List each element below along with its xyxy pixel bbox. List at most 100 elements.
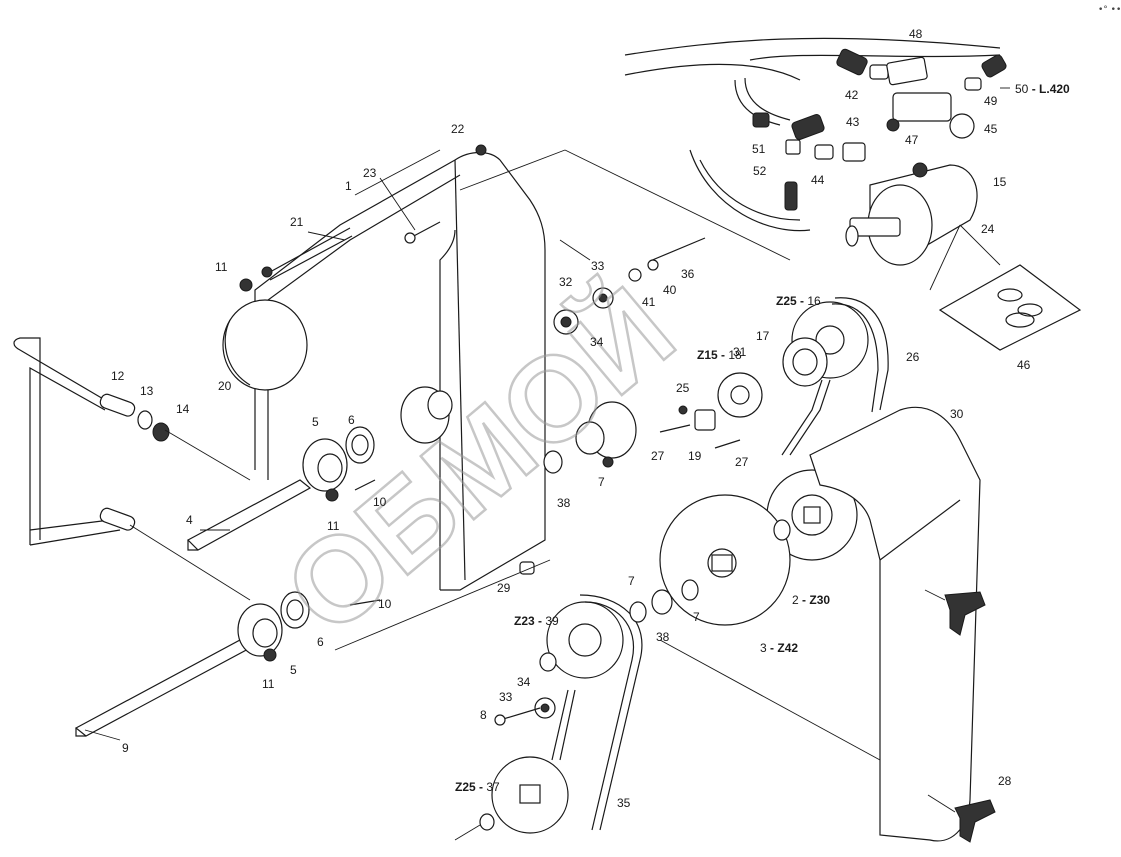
callout-48-number: 48: [909, 27, 923, 41]
callout-15: 15: [993, 175, 1007, 189]
callout-10a-number: 10: [373, 495, 387, 509]
callout-7b-number: 7: [628, 574, 635, 588]
callout-39-number: 39: [545, 614, 559, 628]
square-shaft-lower: [74, 639, 252, 737]
corner-mark: •° ••: [1098, 5, 1121, 15]
callout-16-dash: -: [797, 294, 808, 308]
callout-20: 20: [218, 379, 232, 393]
callout-33a: 33: [591, 259, 605, 273]
callout-27a-number: 27: [651, 449, 665, 463]
callout-18-prefix: Z15: [697, 348, 718, 362]
callout-37: Z25 - 37: [455, 780, 500, 794]
leader-lines: [84, 87, 1010, 841]
callout-20-number: 20: [218, 379, 232, 393]
sprocket-3-z42: [659, 494, 791, 626]
callout-45-number: 45: [984, 122, 998, 136]
callout-9: 9: [122, 741, 129, 755]
callout-29: 29: [497, 581, 511, 595]
hydraulic-hose-assembly: [624, 37, 1007, 232]
sprocket-34-lower: [534, 697, 556, 719]
callout-3-number: 3: [760, 641, 767, 655]
callout-11a-number: 11: [215, 260, 228, 274]
callout-40-number: 40: [663, 283, 677, 297]
callout-4-number: 4: [186, 513, 193, 527]
callout-49-number: 49: [984, 94, 998, 108]
callout-39-dash: -: [535, 614, 546, 628]
callout-50: 50 - L.420: [1015, 82, 1070, 96]
callout-23: 23: [363, 166, 377, 180]
chain-upper: [781, 297, 889, 456]
callout-40: 40: [663, 283, 677, 297]
callout-39: Z23 - 39: [514, 614, 559, 628]
callout-27b-number: 27: [735, 455, 749, 469]
callout-17-number: 17: [756, 329, 770, 343]
callout-2-dash: -: [799, 593, 810, 607]
callout-6a-number: 6: [348, 413, 355, 427]
callout-25-number: 25: [676, 381, 690, 395]
sprocket-33-upper: [592, 287, 614, 309]
callout-11a: 11: [215, 260, 228, 274]
callout-27a: 27: [651, 449, 665, 463]
callout-37-number: 37: [486, 780, 500, 794]
callout-16: Z25 - 16: [776, 294, 821, 308]
callout-21: 21: [290, 215, 304, 229]
callout-7c-number: 7: [693, 610, 700, 624]
callout-45: 45: [984, 122, 998, 136]
sprocket-16-with-hub: [782, 301, 869, 387]
callout-14-number: 14: [176, 402, 190, 416]
callout-22-number: 22: [451, 122, 465, 136]
callout-1-number: 1: [345, 179, 352, 193]
callout-13: 13: [140, 384, 154, 398]
seal-kit: [938, 264, 1082, 351]
callout-6b: 6: [317, 635, 324, 649]
callout-5b-number: 5: [290, 663, 297, 677]
callout-33b-number: 33: [499, 690, 513, 704]
small-hardware: [137, 144, 791, 831]
bearing-flange-upper: [302, 426, 375, 502]
callout-44: 44: [811, 173, 825, 187]
callout-42: 42: [845, 88, 859, 102]
callout-47-number: 47: [905, 133, 919, 147]
chain-guard: [809, 406, 981, 842]
callout-46: 46: [1017, 358, 1031, 372]
callout-31-number: 31: [733, 345, 747, 359]
callout-12: 12: [111, 369, 125, 383]
callout-31: 31: [733, 345, 747, 359]
callout-30-number: 30: [950, 407, 964, 421]
square-shaft-upper: [187, 479, 312, 551]
callout-41: 41: [642, 295, 656, 309]
callout-38a-number: 38: [557, 496, 571, 510]
callout-26-number: 26: [906, 350, 920, 364]
callout-50-number: 50: [1015, 82, 1029, 96]
callout-13-number: 13: [140, 384, 154, 398]
callout-27b: 27: [735, 455, 749, 469]
callout-34b: 34: [517, 675, 531, 689]
bearing-flange-frame: [400, 386, 453, 444]
callout-15-number: 15: [993, 175, 1007, 189]
callout-3: 3 - Z42: [760, 641, 798, 655]
callout-52-number: 52: [753, 164, 767, 178]
knob-lower: [927, 794, 996, 843]
callout-25: 25: [676, 381, 690, 395]
callout-2-number: 2: [792, 593, 799, 607]
sprocket-39-z23: [546, 601, 624, 679]
callout-6b-number: 6: [317, 635, 324, 649]
callout-7a-number: 7: [598, 475, 605, 489]
callout-34a: 34: [590, 335, 604, 349]
callout-21-number: 21: [290, 215, 304, 229]
callout-38b: 38: [656, 630, 670, 644]
callout-30: 30: [950, 407, 964, 421]
callout-11b-number: 11: [327, 519, 340, 533]
bearing-flange-lower: [237, 591, 310, 662]
callout-47: 47: [905, 133, 919, 147]
callout-38b-number: 38: [656, 630, 670, 644]
callout-3-suffix: Z42: [777, 641, 798, 655]
callout-5a-number: 5: [312, 415, 319, 429]
callout-19-number: 19: [688, 449, 702, 463]
sprocket-32: [553, 309, 579, 335]
callout-37-dash: -: [476, 780, 487, 794]
callout-14: 14: [176, 402, 190, 416]
callout-50-suffix: L.420: [1039, 82, 1070, 96]
